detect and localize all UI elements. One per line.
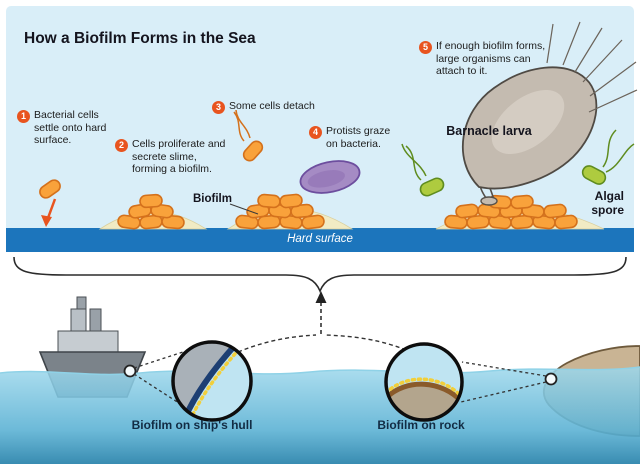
larva-setae bbox=[546, 21, 638, 113]
label-biofilm-on-ship-hull: Biofilm on ship's hull bbox=[131, 418, 253, 432]
step-5: 5 If enough biofilm forms, large organis… bbox=[419, 40, 556, 78]
water bbox=[0, 367, 640, 464]
step-1-text: Bacterial cells settle onto hard surface… bbox=[34, 109, 107, 147]
step-4-text: Protists graze on bacteria. bbox=[326, 125, 391, 150]
step-3: 3 Some cells detach bbox=[212, 100, 315, 114]
settle-arrowhead bbox=[41, 215, 52, 227]
step-1: 1 Bacterial cells settle onto hard surfa… bbox=[17, 109, 108, 147]
label-barnacle-larva: Barnacle larva bbox=[446, 124, 532, 138]
waterline bbox=[0, 366, 640, 376]
hard-surface-bar bbox=[6, 228, 634, 252]
ship-magnifier-connectors bbox=[133, 350, 189, 410]
step-2-text: Cells proliferate and secrete slime, for… bbox=[132, 138, 226, 176]
label-hard-surface: Hard surface bbox=[287, 233, 353, 245]
rock-marker bbox=[544, 372, 558, 386]
magnification-arrow bbox=[237, 291, 407, 353]
label-biofilm: Biofilm bbox=[193, 193, 232, 205]
step-5-text: If enough biofilm forms, large organisms… bbox=[436, 40, 546, 78]
barnacle-larva bbox=[461, 21, 638, 206]
step-4: 4 Protists graze on bacteria. bbox=[309, 125, 402, 150]
step-4-badge: 4 bbox=[309, 126, 322, 139]
rock-magnifier-connectors bbox=[460, 361, 547, 403]
ship-hull-marker bbox=[123, 364, 137, 378]
protist bbox=[299, 160, 361, 194]
settling-bacterium bbox=[36, 176, 64, 227]
magnifier-ship-hull bbox=[171, 340, 253, 422]
label-algal-spore: Algal spore bbox=[591, 189, 624, 217]
step-2: 2 Cells proliferate and secrete slime, f… bbox=[115, 138, 226, 176]
biofilm-pointer-line bbox=[229, 203, 259, 215]
magnifier-rock bbox=[384, 342, 464, 422]
algal-spore-right bbox=[579, 129, 635, 188]
step-3-text: Some cells detach bbox=[229, 100, 315, 112]
detaching-bacterium bbox=[233, 109, 266, 164]
step-2-badge: 2 bbox=[115, 139, 128, 152]
page-title: How a Biofilm Forms in the Sea bbox=[24, 30, 256, 47]
step-1-badge: 1 bbox=[17, 110, 30, 123]
settle-arrow bbox=[46, 198, 57, 219]
label-biofilm-on-rock: Biofilm on rock bbox=[377, 418, 465, 432]
algal-spore-left bbox=[401, 143, 447, 199]
step-5-badge: 5 bbox=[419, 41, 432, 54]
brace bbox=[13, 256, 627, 294]
step-3-badge: 3 bbox=[212, 101, 225, 114]
